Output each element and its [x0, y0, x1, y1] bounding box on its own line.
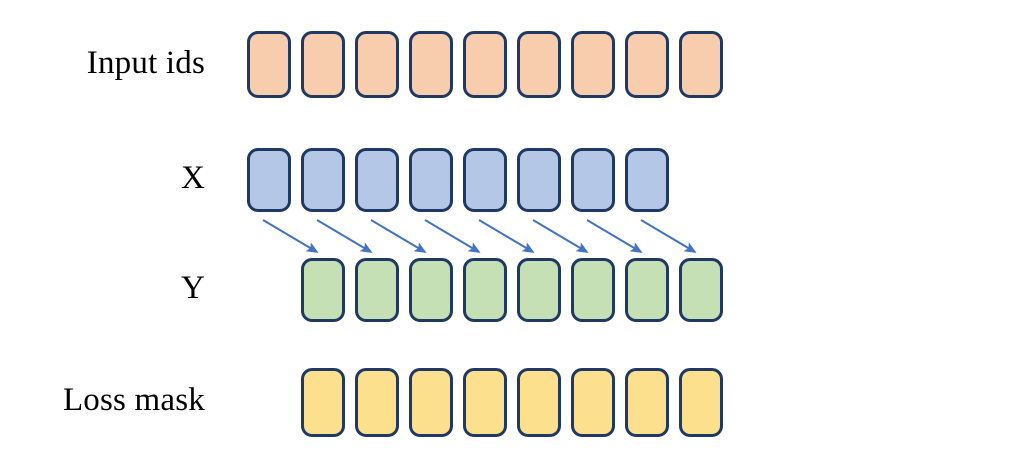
row-label-input-ids: Input ids	[86, 45, 205, 81]
token-cell-input-ids	[571, 31, 615, 98]
token-cell-input-ids	[355, 31, 399, 98]
shift-arrow	[640, 219, 697, 253]
token-cell-loss-mask	[625, 368, 669, 437]
token-cell-x	[625, 148, 669, 212]
token-cell-input-ids	[679, 31, 723, 98]
shift-arrow	[424, 219, 481, 253]
token-cell-loss-mask	[409, 368, 453, 437]
shift-arrow	[532, 219, 589, 253]
token-cell-input-ids	[301, 31, 345, 98]
token-cell-loss-mask	[355, 368, 399, 437]
token-cell-x	[301, 148, 345, 212]
token-cell-x	[355, 148, 399, 212]
token-cell-y	[571, 258, 615, 322]
shift-arrow	[586, 219, 643, 253]
token-cell-loss-mask	[571, 368, 615, 437]
token-cell-y	[517, 258, 561, 322]
token-cell-y	[355, 258, 399, 322]
shift-arrow	[370, 219, 427, 253]
token-cell-loss-mask	[517, 368, 561, 437]
token-cell-input-ids	[409, 31, 453, 98]
token-cell-x	[463, 148, 507, 212]
token-cell-input-ids	[625, 31, 669, 98]
token-cell-x	[409, 148, 453, 212]
token-cell-y	[409, 258, 453, 322]
shift-arrow	[262, 219, 319, 253]
token-cell-loss-mask	[679, 368, 723, 437]
token-cell-y	[679, 258, 723, 322]
token-cell-loss-mask	[463, 368, 507, 437]
token-cell-loss-mask	[301, 368, 345, 437]
token-cell-x	[247, 148, 291, 212]
shift-arrow	[478, 219, 535, 253]
token-cell-y	[463, 258, 507, 322]
row-label-y: Y	[180, 270, 205, 306]
token-cell-x	[571, 148, 615, 212]
token-cell-input-ids	[517, 31, 561, 98]
row-label-x: X	[180, 160, 205, 196]
token-cell-y	[301, 258, 345, 322]
token-cell-input-ids	[247, 31, 291, 98]
row-label-loss-mask: Loss mask	[62, 382, 205, 418]
shift-arrow	[316, 219, 373, 253]
token-cell-input-ids	[463, 31, 507, 98]
token-cell-x	[517, 148, 561, 212]
token-cell-y	[625, 258, 669, 322]
